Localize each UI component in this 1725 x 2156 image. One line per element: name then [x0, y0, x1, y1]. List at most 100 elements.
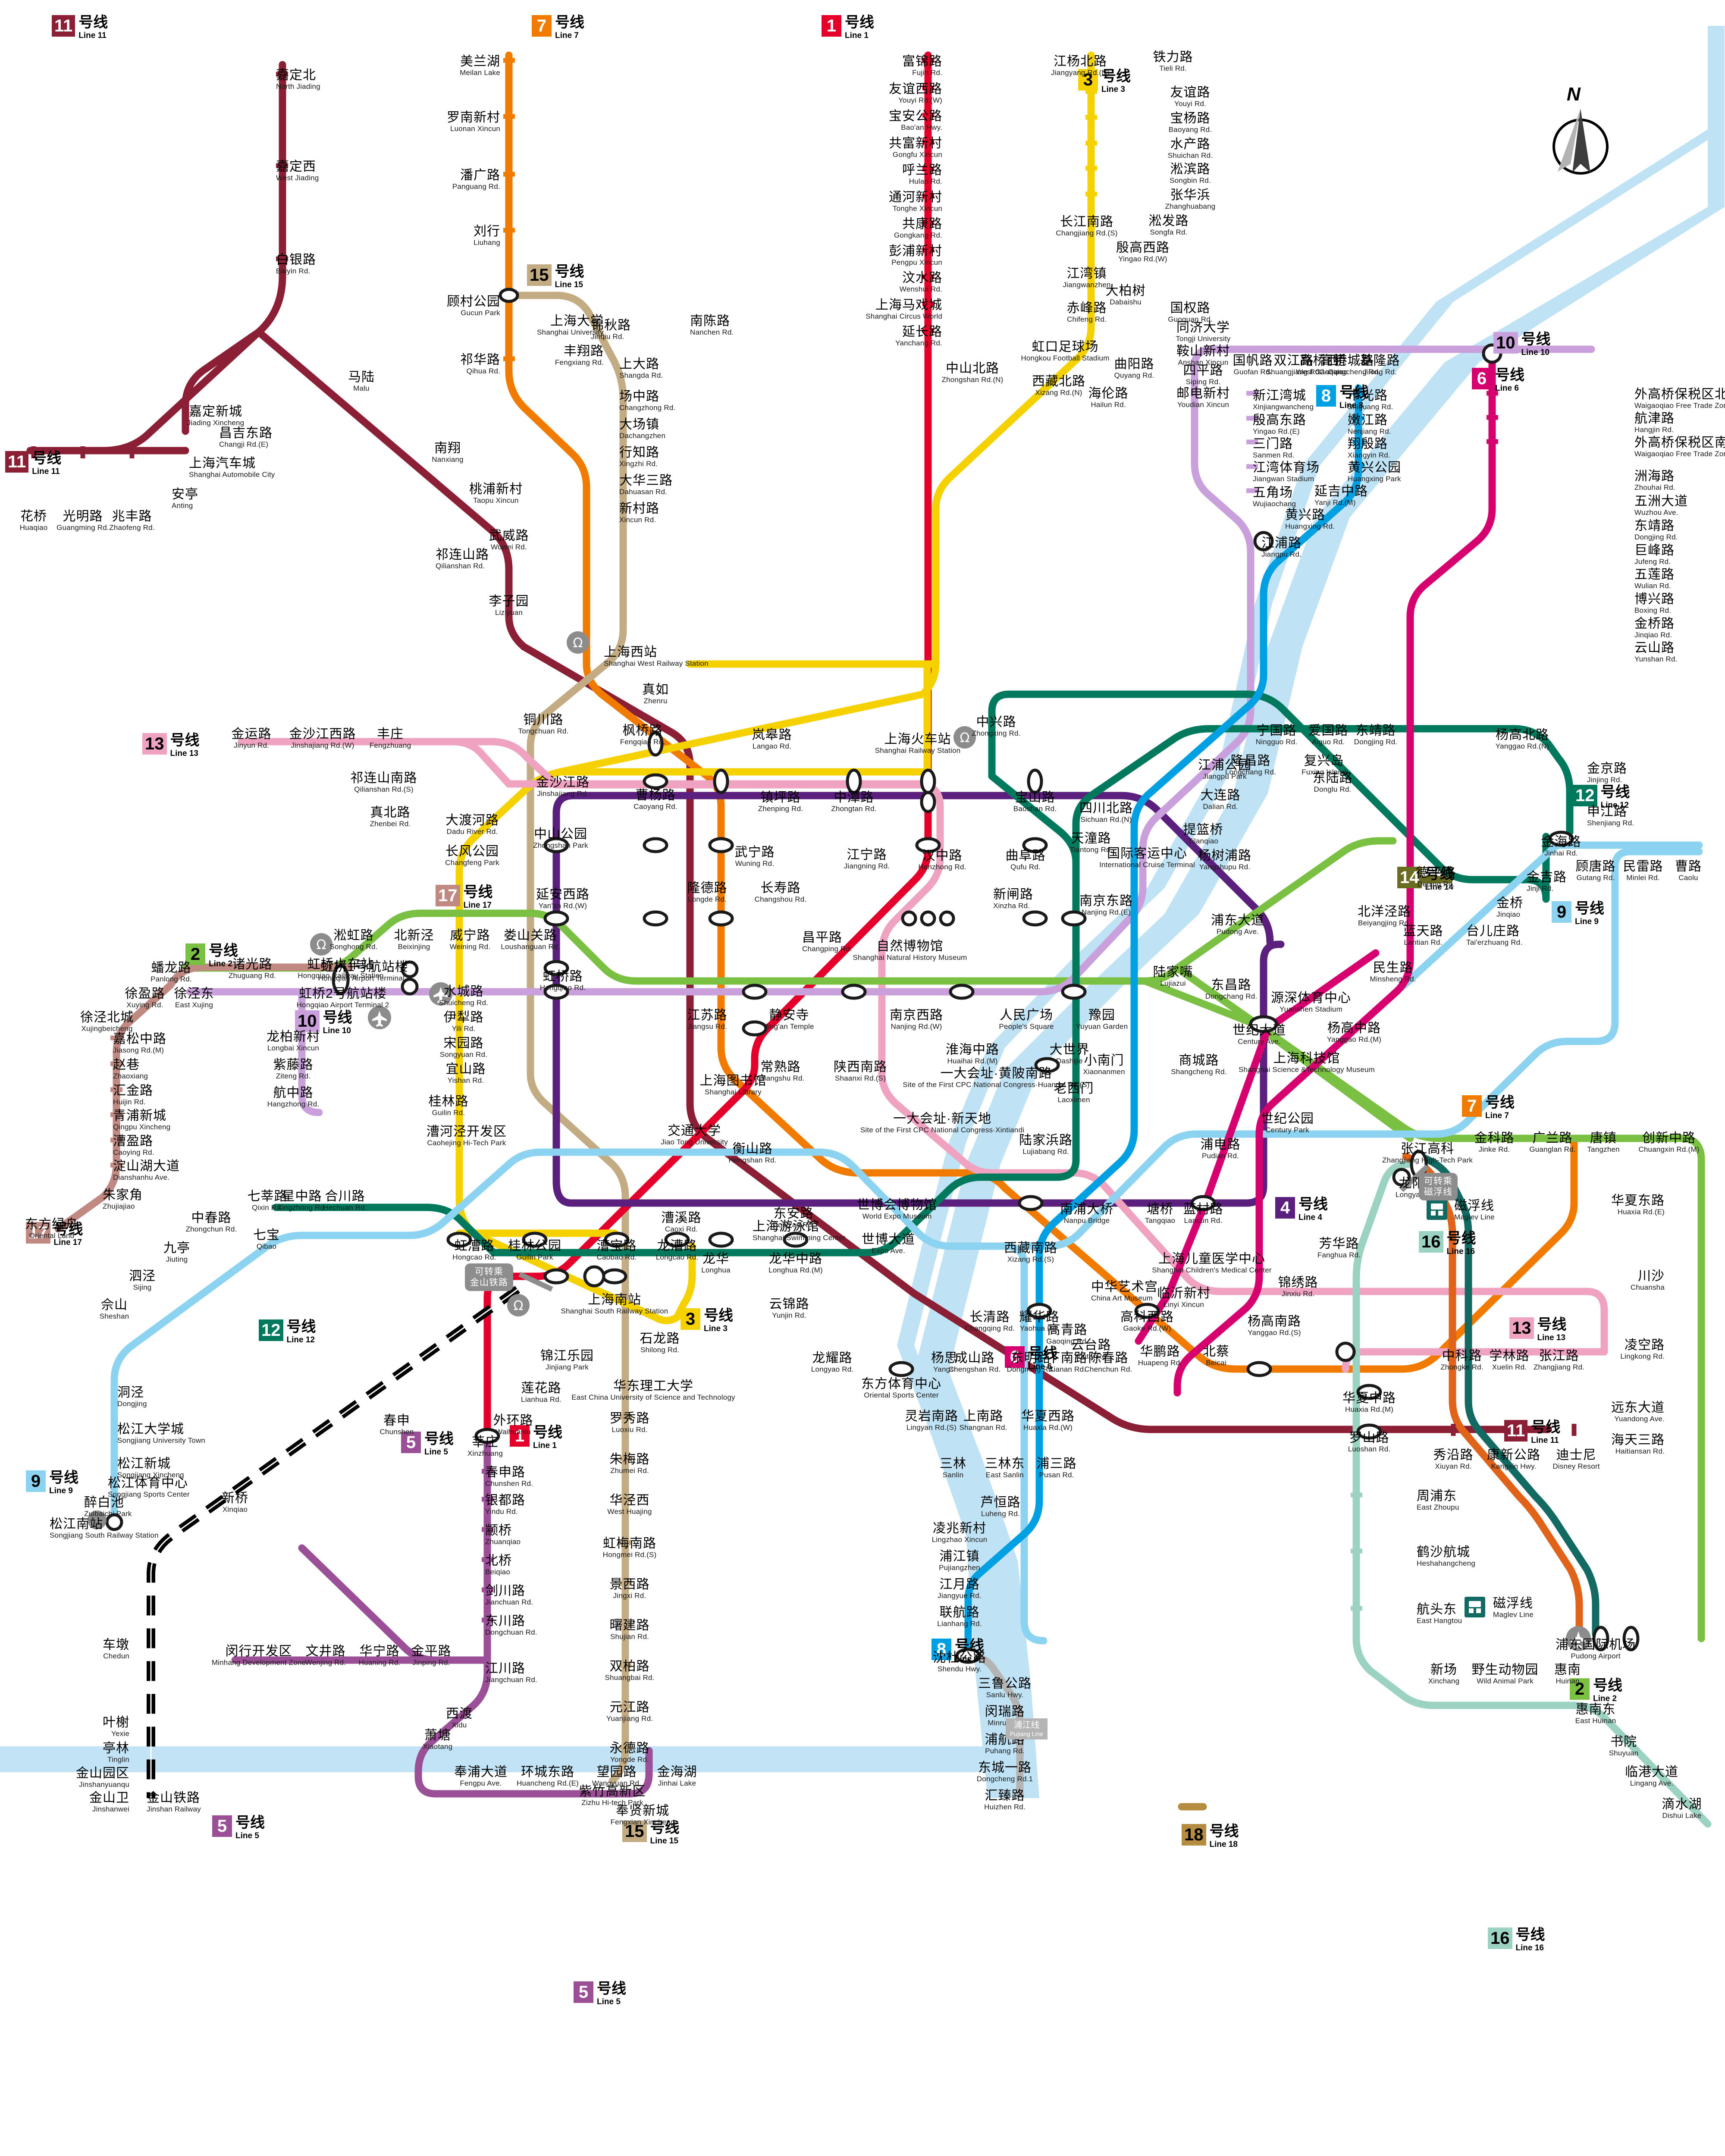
station-label[interactable]: 自然博物馆Shanghai Natural History Museum: [853, 940, 967, 962]
station-label[interactable]: 华宁路Huaning Rd.: [359, 1645, 401, 1667]
station-label[interactable]: 黄兴公园Huangxing Park: [1348, 461, 1401, 483]
station-label[interactable]: 高青路Gaoqing Rd.: [1046, 1324, 1088, 1345]
station-label[interactable]: 曹路Caolu: [1675, 860, 1702, 882]
station-label[interactable]: 虹桥路Hongqiao Rd.: [540, 970, 586, 992]
station-label[interactable]: 剑川路Jianchuan Rd.: [485, 1585, 533, 1606]
line-badge-11c[interactable]: 11号线Line 11: [1504, 1420, 1560, 1445]
station-label[interactable]: 长清路Changqing Rd.: [965, 1311, 1015, 1332]
station-label[interactable]: 东靖路Dongjing Rd.: [1354, 724, 1398, 746]
station-label[interactable]: 陕西南路Shaanxi Rd.(S): [834, 1061, 887, 1082]
station-label[interactable]: 外环路Waihuanlu: [493, 1414, 533, 1436]
station-label[interactable]: 江湾镇Jiangwanzhen: [1063, 267, 1110, 289]
station-label[interactable]: 五角场Wujiaochang: [1253, 486, 1296, 508]
station-label[interactable]: 上南路Shangnan Rd.: [959, 1410, 1007, 1432]
station-label[interactable]: 金桥路Jinqiao Rd.: [1634, 617, 1675, 639]
station-label[interactable]: 新村路Xincun Rd.: [619, 502, 659, 524]
station-label[interactable]: 水城路Shuicheng Rd.: [439, 985, 488, 1007]
station-label[interactable]: 金沙江路Jinshajiang Rd.: [536, 776, 590, 798]
station-label[interactable]: 淞发路Songfa Rd.: [1149, 215, 1189, 236]
station-label[interactable]: 嘉定北North Jiading: [276, 69, 320, 91]
station-label[interactable]: 新闸路Xinzha Rd.: [993, 888, 1033, 910]
station-label[interactable]: 丰翔路Fengxiang Rd.: [555, 345, 604, 367]
station-label[interactable]: 江川路Jiangchuan Rd.: [485, 1662, 537, 1684]
station-label[interactable]: 宝安公路Bao'an Hwy.: [889, 110, 942, 132]
station-label[interactable]: 水产路Shuichan Rd.: [1168, 138, 1213, 160]
station-label[interactable]: 民生路Minsheng Rd.: [1370, 962, 1416, 983]
station-label[interactable]: 安亭Anting: [172, 488, 198, 510]
station-label[interactable]: 石龙路Shilong Rd.: [640, 1332, 680, 1354]
station-label[interactable]: 祁连山南路Qilianshan Rd.(S): [351, 772, 417, 793]
station-label[interactable]: 静安寺Jing'an Temple: [764, 1009, 814, 1031]
station-label[interactable]: 中华艺术宫China Art Museum: [1091, 1281, 1158, 1302]
station-label[interactable]: 高桥西West Gaoqiao: [1296, 354, 1343, 376]
station-label[interactable]: 长江南路Changjiang Rd.(S): [1056, 216, 1117, 237]
station-label[interactable]: 海天三路Haitiansan Rd.: [1611, 1434, 1665, 1455]
line-badge-7[interactable]: 7号线Line 7: [532, 15, 584, 41]
line-badge-10b[interactable]: 10号线Line 10: [295, 1010, 352, 1036]
station-label[interactable]: 武宁路Wuning Rd.: [735, 846, 775, 868]
station-label[interactable]: 虹桥2号航站楼Hongqiao Airport Terminal 2: [297, 987, 389, 1009]
station-label[interactable]: 合川路Hechuan Rd.: [323, 1190, 367, 1212]
station-label[interactable]: 上海马戏城Shanghai Circus World: [866, 299, 942, 320]
station-label[interactable]: 望园路Wangyuan Rd.: [592, 1766, 641, 1787]
line-badge-15[interactable]: 15号线Line 15: [527, 264, 584, 290]
station-label[interactable]: 锦秋路Jinqiu Rd.: [591, 319, 631, 341]
station-label[interactable]: 上海火车站Shanghai Railway Station: [875, 733, 961, 755]
station-label[interactable]: 陆家浜路Lujiabang Rd.: [1019, 1134, 1073, 1156]
station-label[interactable]: 白银路Baiyin Rd.: [276, 254, 316, 275]
station-label[interactable]: 迪士尼Disney Resort: [1552, 1449, 1600, 1470]
station-label[interactable]: 东昌路Dongchang Rd.: [1205, 979, 1258, 1000]
station-label[interactable]: 紫竹高新区Zizhu Hi-tech Park: [579, 1785, 646, 1807]
station-label[interactable]: 东陆路Donglu Rd.: [1313, 772, 1353, 793]
station-label[interactable]: 东方绿舟Oriental Land: [25, 1218, 78, 1240]
station-label[interactable]: 国帆路Guofan Rd.: [1233, 354, 1273, 376]
station-label[interactable]: 台儿庄路Tai'erzhuang Rd.: [1466, 925, 1522, 946]
station-label[interactable]: 大场镇Dachangzhen: [619, 418, 665, 440]
station-label[interactable]: 淮海中路Huaihai Rd.(M): [946, 1044, 999, 1065]
station-label[interactable]: 五莲路Wulian Rd.: [1634, 568, 1675, 590]
station-label[interactable]: 金沙江西路Jinshajiang Rd.(W): [289, 728, 356, 749]
station-label[interactable]: 汇臻路Huizhen Rd.: [984, 1789, 1026, 1811]
station-label[interactable]: 金桥Jinqiao: [1496, 897, 1523, 918]
station-label[interactable]: 徐泾东East Xujing: [174, 987, 214, 1009]
station-label[interactable]: 锦江乐园Jinjiang Park: [540, 1350, 594, 1371]
station-label[interactable]: 芳华路Fanghua Rd.: [1317, 1238, 1361, 1259]
station-label[interactable]: 富锦路Fujin Rd.: [902, 55, 942, 77]
station-label[interactable]: 祁连山路Qilianshan Rd.: [436, 548, 489, 570]
station-label[interactable]: 顾唐路Gutang Rd.: [1576, 860, 1616, 882]
station-label[interactable]: 金吉路Jinji Rd.: [1527, 871, 1567, 893]
station-label[interactable]: 殷高西路Yingao Rd.(W): [1116, 241, 1170, 263]
station-label[interactable]: 野生动物园Wild Animal Park: [1472, 1664, 1539, 1685]
station-label[interactable]: 上海游泳馆Shanghai Swimming Center: [753, 1220, 846, 1242]
line-badge-7b[interactable]: 7号线Line 7: [1462, 1095, 1515, 1121]
station-label[interactable]: 元江路Yuanjiang Rd.: [606, 1701, 653, 1723]
station-label[interactable]: 民雷路Minlei Rd.: [1623, 860, 1663, 882]
station-label[interactable]: 延长路Yanchang Rd.: [895, 326, 942, 347]
station-label[interactable]: 东方体育中心Oriental Sports Center: [861, 1378, 941, 1399]
station-label[interactable]: 世纪公园Century Park: [1261, 1112, 1314, 1134]
station-label[interactable]: 申江路Shenjiang Rd.: [1587, 805, 1634, 827]
line-badge-8[interactable]: 8号线Line 8: [1316, 385, 1369, 411]
line-badge-4[interactable]: 4号线Line 4: [1275, 1197, 1328, 1222]
station-label[interactable]: 七莘路Qixin Rd.: [248, 1190, 288, 1212]
line-badge-15b[interactable]: 15号线Line 15: [622, 1821, 680, 1846]
station-label[interactable]: 蓝村路Lancun Rd.: [1183, 1203, 1223, 1225]
station-label[interactable]: 爱国路Aiguo Rd.: [1308, 724, 1349, 746]
station-label[interactable]: 春申路Chunshen Rd.: [485, 1466, 533, 1488]
station-label[interactable]: 岚皋路Langao Rd.: [752, 729, 792, 750]
station-label[interactable]: 南浦大桥Nanpu Bridge: [1060, 1203, 1113, 1225]
station-label[interactable]: 隆德路Longde Rd.: [687, 882, 728, 903]
station-label[interactable]: 闵行开发区Minhang Development Zone: [212, 1645, 306, 1667]
station-label[interactable]: 通河新村Tonghe Xincun: [889, 191, 942, 213]
station-label[interactable]: 学林路Xuelin Rd.: [1490, 1350, 1530, 1371]
station-label[interactable]: 赵巷Zhaoxiang: [113, 1059, 148, 1080]
station-label[interactable]: 南京西路Nanjing Rd.(W): [890, 1009, 943, 1031]
line-badge-18[interactable]: 18号线Line 18: [1182, 1824, 1239, 1849]
station-label[interactable]: 文井路Wenjing Rd.: [305, 1645, 346, 1667]
station-label[interactable]: 呼兰路Hulan Rd.: [902, 164, 942, 185]
station-label[interactable]: 上海大学Shanghai University: [537, 315, 604, 336]
line-badge-11[interactable]: 11号线Line 11: [52, 15, 108, 41]
station-label[interactable]: 伊犁路Yili Rd.: [444, 1011, 484, 1033]
station-label[interactable]: 北桥Beiqiao: [485, 1554, 512, 1576]
station-label[interactable]: 上海科技馆Shanghai Science &Technology Museum: [1239, 1052, 1375, 1074]
